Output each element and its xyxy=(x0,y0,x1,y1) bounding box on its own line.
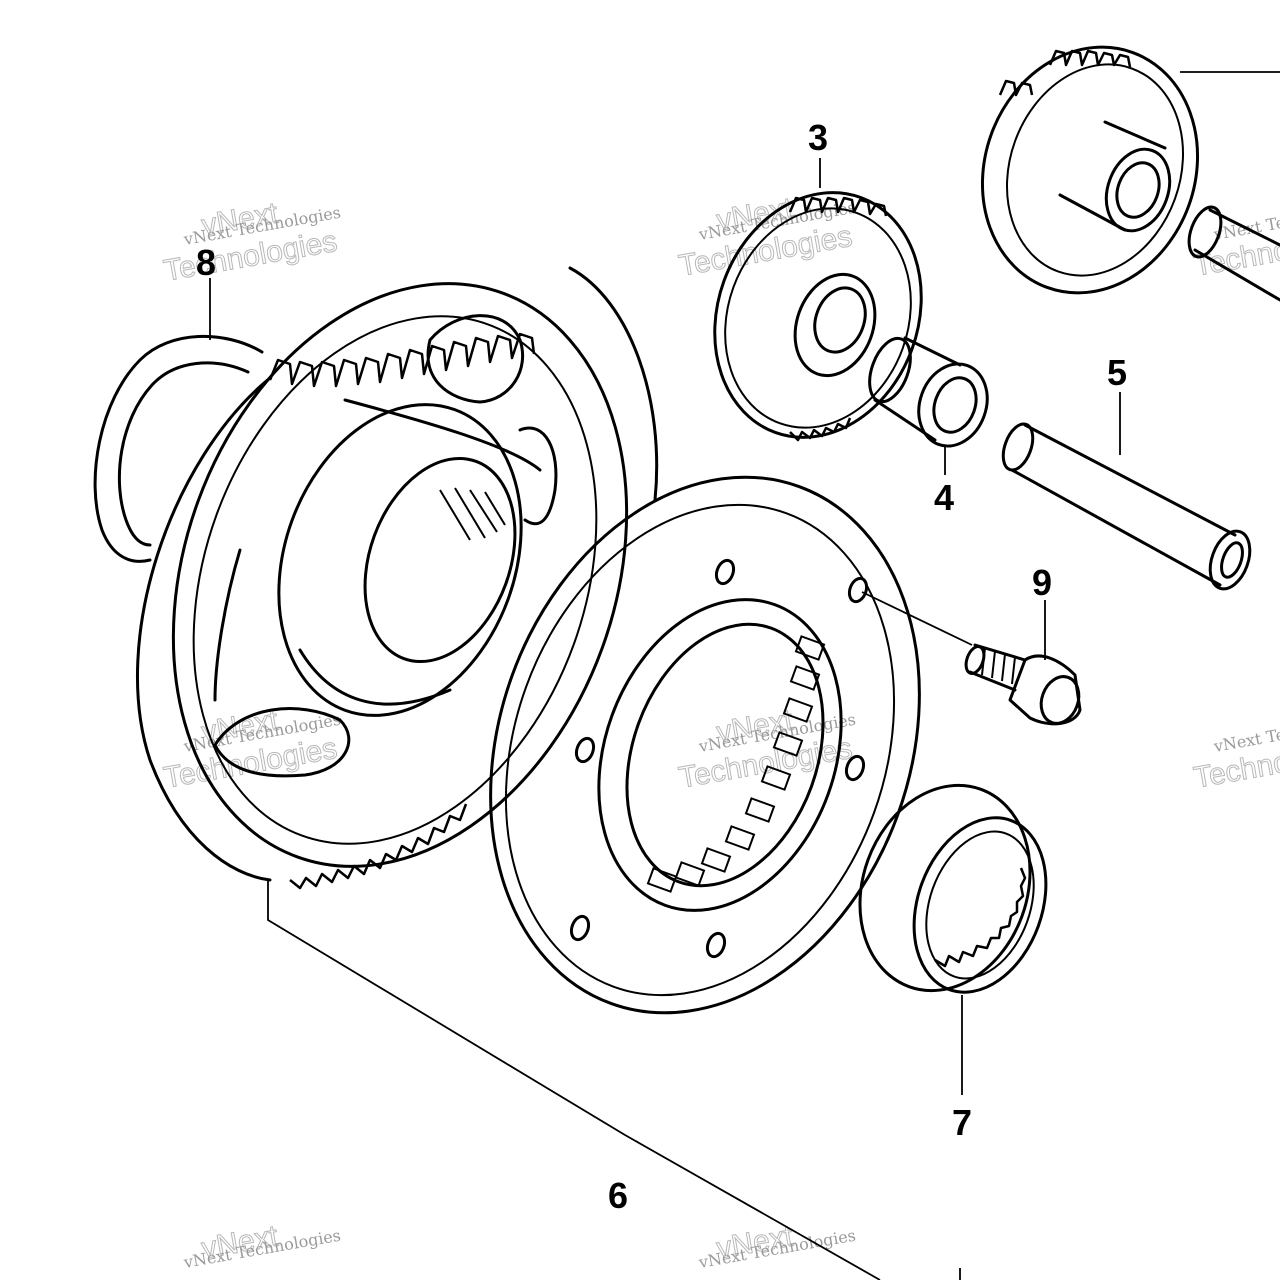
bushing-part-4 xyxy=(868,336,989,475)
callout-6: 6 xyxy=(608,1175,628,1216)
callout-labels: 3 4 5 6 7 8 9 xyxy=(196,117,1127,1216)
callout-8: 8 xyxy=(196,242,216,283)
shaft-part-5 xyxy=(1001,392,1252,591)
clutch-rollers xyxy=(646,635,826,893)
watermarks: vNext vNext Technologies Technologies vN… xyxy=(161,191,1280,1272)
watermark-top-left: vNext vNext Technologies Technologies xyxy=(161,196,342,288)
callout-3: 3 xyxy=(808,117,828,158)
upper-gear-assembly xyxy=(980,45,1280,302)
callout-7: 7 xyxy=(952,1102,972,1143)
bolt-hole xyxy=(714,558,736,586)
callout-4: 4 xyxy=(934,477,954,518)
watermark-bottom-center: vNext vNext Technologies xyxy=(696,1219,857,1272)
bolt-hole xyxy=(844,754,866,782)
watermark-top-center: vNext vNext Technologies Technologies xyxy=(676,191,857,283)
watermark-bottom-left: vNext vNext Technologies xyxy=(181,1219,342,1272)
bolt-hole xyxy=(574,736,596,764)
starter-clutch-outer xyxy=(489,475,973,1015)
bolt-hole xyxy=(569,914,591,942)
bolt-hole xyxy=(847,576,869,604)
callout-5: 5 xyxy=(1107,352,1127,393)
leader-line-bolt xyxy=(861,591,973,646)
driven-gear-part-6 xyxy=(136,266,881,1280)
bolt-hole xyxy=(705,931,727,959)
callout-9: 9 xyxy=(1032,562,1052,603)
leader-line-6 xyxy=(267,880,881,1280)
snap-ring-part-8 xyxy=(93,278,264,563)
needle-bearing-part-7 xyxy=(858,783,1048,1095)
idler-gear-part-3 xyxy=(713,158,923,442)
bolt-part-9 xyxy=(964,600,1082,726)
watermark-mid-left: vNext vNext Technologies Technologies xyxy=(161,703,342,795)
watermark-mid-right: vNext Technologies Technologies xyxy=(1191,710,1280,796)
